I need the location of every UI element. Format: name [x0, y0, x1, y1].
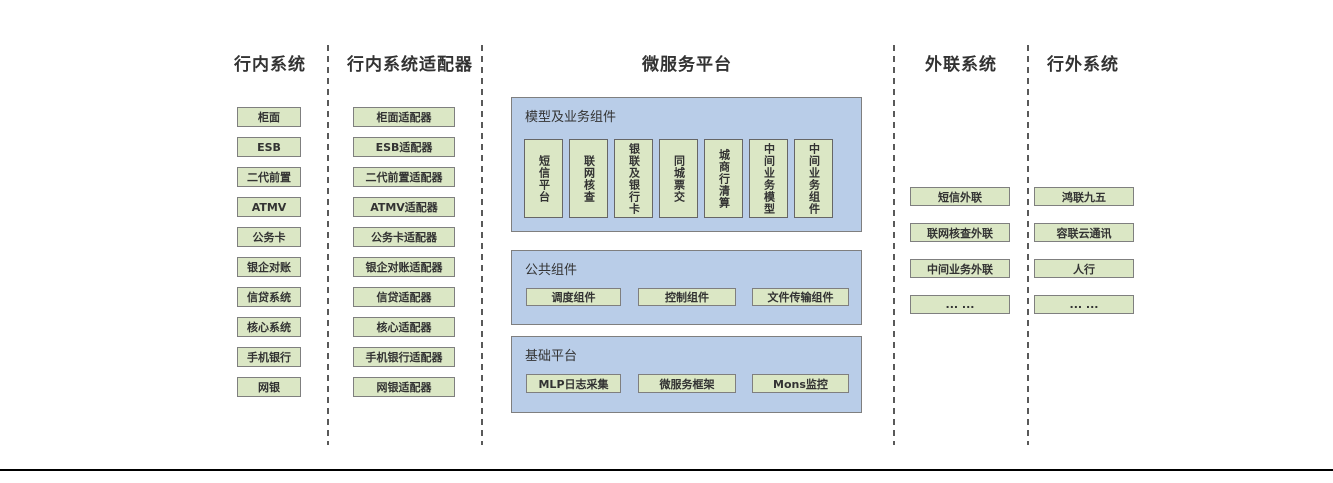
- system-box: 银企对账: [237, 257, 301, 277]
- adapter-box: 核心适配器: [353, 317, 455, 337]
- system-box: 二代前置: [237, 167, 301, 187]
- adapter-box: 信贷适配器: [353, 287, 455, 307]
- panel-title: 基础平台: [525, 349, 578, 364]
- column-title-external-link-systems: 外联系统: [925, 55, 997, 75]
- component-box: 联网核查: [569, 139, 608, 218]
- component-box: 中间业务模型: [749, 139, 788, 218]
- adapter-box: 手机银行适配器: [353, 347, 455, 367]
- external-system-box: 鸿联九五: [1034, 187, 1134, 206]
- external-system-box: ... ...: [1034, 295, 1134, 314]
- component-box: MLP日志采集: [526, 374, 621, 393]
- component-box: 同城票交: [659, 139, 698, 218]
- external-system-box: 容联云通讯: [1034, 223, 1134, 242]
- adapter-box: 柜面适配器: [353, 107, 455, 127]
- component-box: 中间业务组件: [794, 139, 833, 218]
- adapter-box: 二代前置适配器: [353, 167, 455, 187]
- panel-model-business-components: 模型及业务组件 短信平台 联网核查 银联及银行卡 同城票交 城商行清算 中间业务…: [511, 97, 862, 232]
- component-box: 短信平台: [524, 139, 563, 218]
- component-box: 控制组件: [638, 288, 736, 306]
- system-box: 信贷系统: [237, 287, 301, 307]
- component-box: Mons监控: [752, 374, 849, 393]
- system-box: ATMV: [237, 197, 301, 217]
- component-box: 微服务框架: [638, 374, 736, 393]
- column-title-internal-systems: 行内系统: [234, 55, 306, 75]
- external-link-box: 联网核查外联: [910, 223, 1010, 242]
- component-box: 城商行清算: [704, 139, 743, 218]
- divider-line: [327, 45, 329, 445]
- external-link-box: 中间业务外联: [910, 259, 1010, 278]
- column-title-microservice-platform: 微服务平台: [642, 55, 732, 75]
- column-title-internal-adapters: 行内系统适配器: [347, 55, 473, 75]
- adapter-box: ESB适配器: [353, 137, 455, 157]
- bottom-rule: [0, 469, 1333, 471]
- adapter-box: 公务卡适配器: [353, 227, 455, 247]
- adapter-box: ATMV适配器: [353, 197, 455, 217]
- external-system-box: 人行: [1034, 259, 1134, 278]
- adapter-box: 网银适配器: [353, 377, 455, 397]
- component-box: 银联及银行卡: [614, 139, 653, 218]
- system-box: ESB: [237, 137, 301, 157]
- adapter-box: 银企对账适配器: [353, 257, 455, 277]
- external-link-box: 短信外联: [910, 187, 1010, 206]
- panel-title: 模型及业务组件: [525, 110, 617, 125]
- column-title-external-systems: 行外系统: [1047, 55, 1119, 75]
- system-box: 手机银行: [237, 347, 301, 367]
- component-box: 文件传输组件: [752, 288, 849, 306]
- system-box: 核心系统: [237, 317, 301, 337]
- system-box: 网银: [237, 377, 301, 397]
- panel-common-components: 公共组件 调度组件 控制组件 文件传输组件: [511, 250, 862, 325]
- system-box: 柜面: [237, 107, 301, 127]
- divider-line: [893, 45, 895, 445]
- panel-base-platform: 基础平台 MLP日志采集 微服务框架 Mons监控: [511, 336, 862, 413]
- divider-line: [481, 45, 483, 445]
- system-box: 公务卡: [237, 227, 301, 247]
- component-box: 调度组件: [526, 288, 621, 306]
- divider-line: [1027, 45, 1029, 445]
- external-link-box: ... ...: [910, 295, 1010, 314]
- panel-title: 公共组件: [525, 263, 578, 278]
